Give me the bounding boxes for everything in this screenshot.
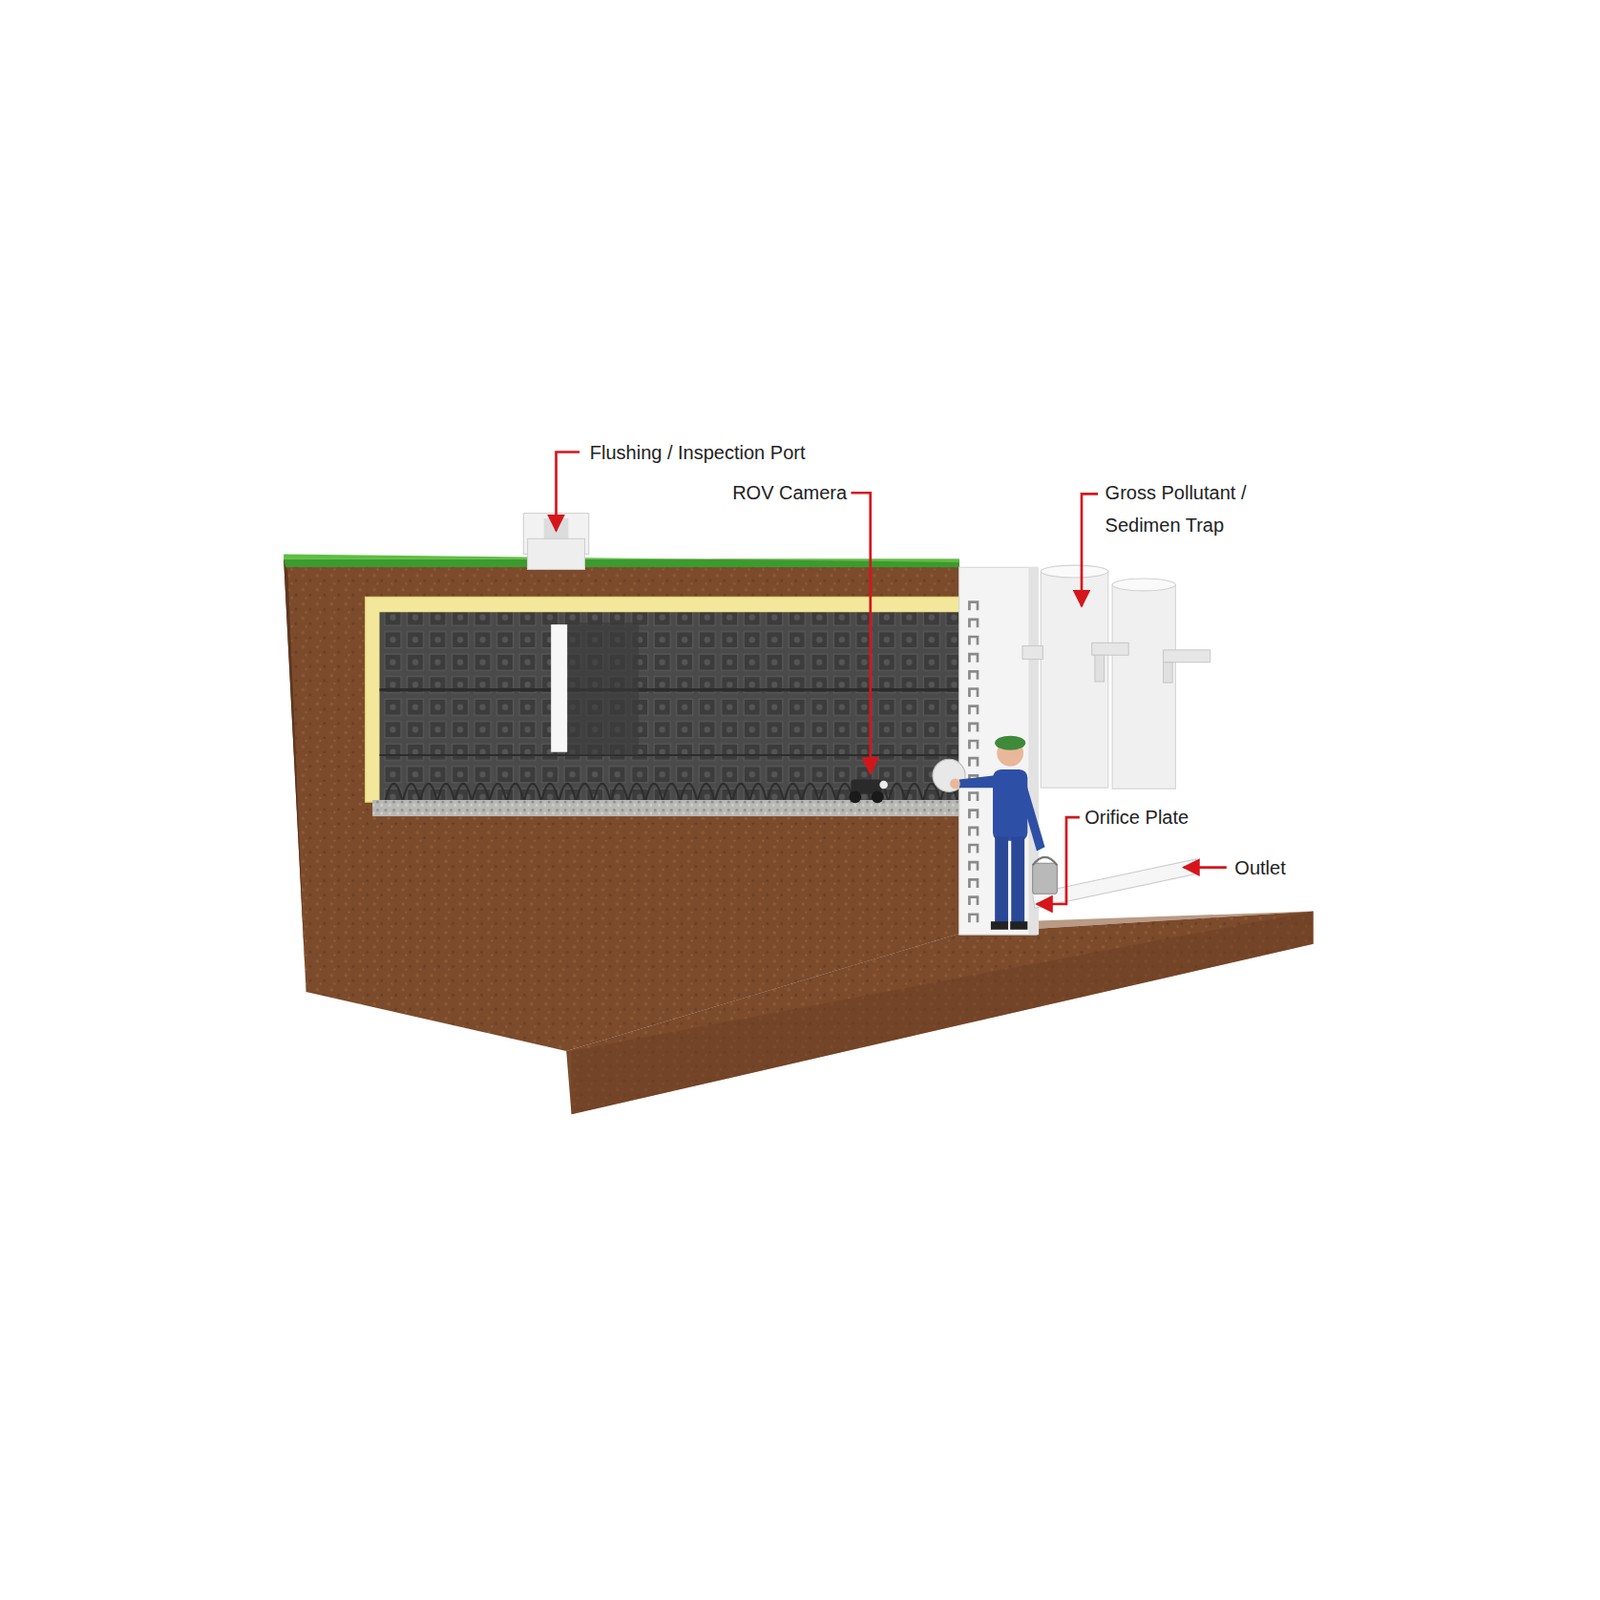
callout-label: ROV Camera bbox=[732, 476, 847, 509]
callout-label: Orifice Plate bbox=[1084, 800, 1189, 834]
callout-label: Gross Pollutant / Sedimen Trap bbox=[1105, 476, 1285, 542]
callout-label: Flushing / Inspection Port bbox=[589, 436, 806, 469]
callout-label: Outlet bbox=[1234, 851, 1285, 885]
